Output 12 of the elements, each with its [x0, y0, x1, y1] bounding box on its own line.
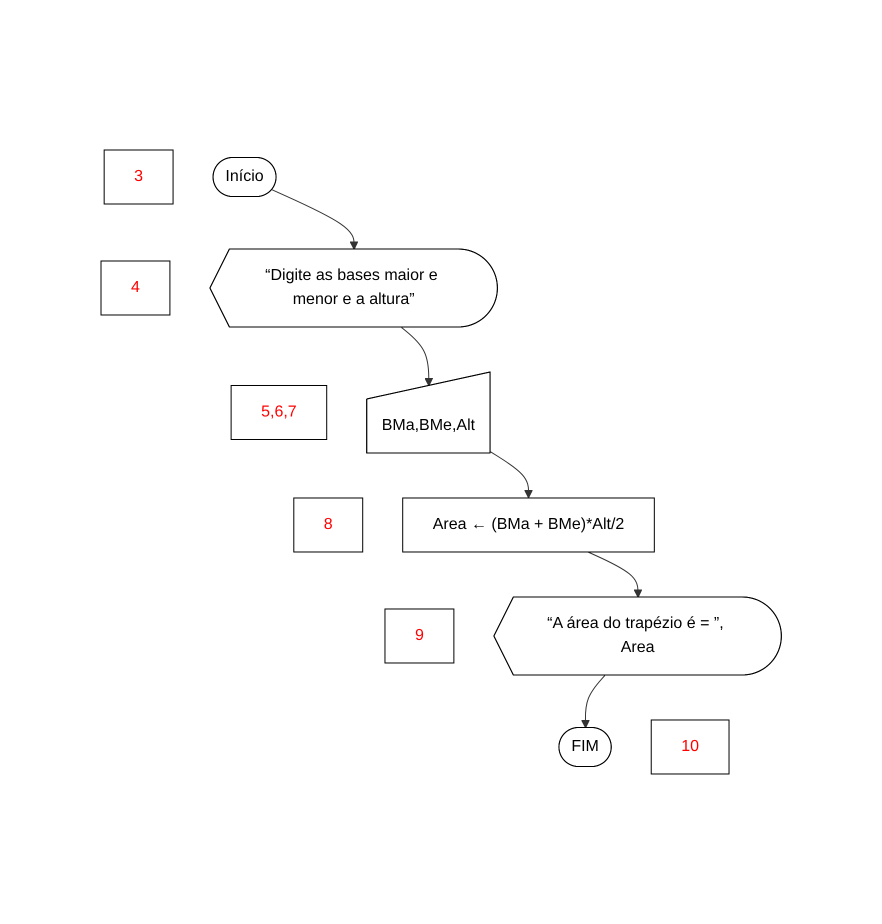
- node-box: 9: [384, 608, 454, 664]
- arrow: [490, 451, 533, 498]
- node-box: 4: [100, 260, 170, 316]
- arrow: [587, 552, 642, 598]
- node-box: 5,6,7: [230, 385, 328, 440]
- arrow: [272, 189, 358, 250]
- arrow: [580, 674, 606, 728]
- arrow: [400, 327, 433, 386]
- node-box: Area ← (BMa + BMe)*Alt/2: [402, 498, 655, 552]
- node-box: 3: [104, 150, 174, 204]
- node-box: 10: [650, 719, 730, 774]
- node-box: 8: [293, 498, 364, 552]
